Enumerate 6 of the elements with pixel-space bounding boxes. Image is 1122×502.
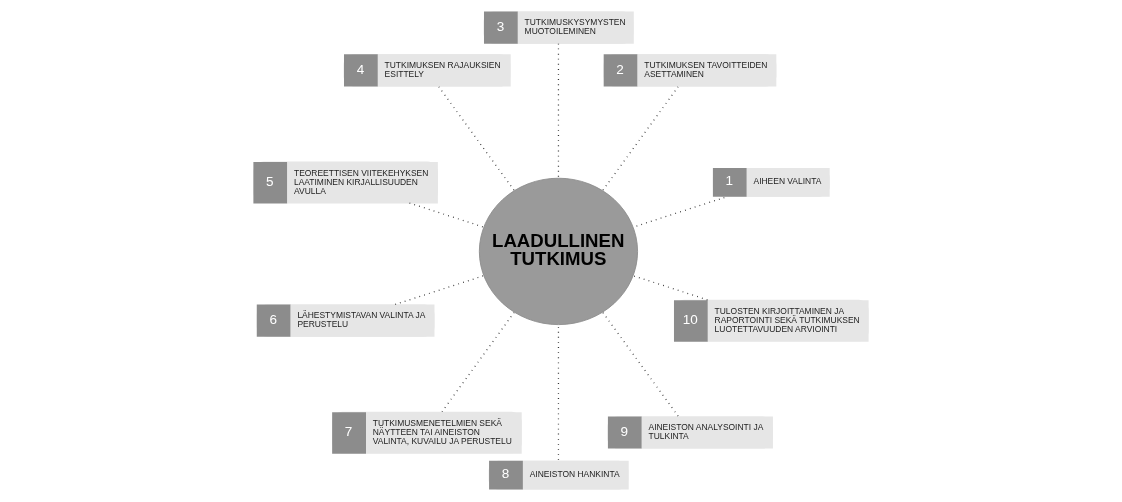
- node-circle: LAADULLINEN TUTKIMUS: [478, 177, 638, 326]
- connector: [602, 311, 679, 417]
- connector: [557, 43, 560, 179]
- connector: [602, 86, 679, 191]
- connector: [557, 324, 560, 461]
- connector: [394, 275, 485, 306]
